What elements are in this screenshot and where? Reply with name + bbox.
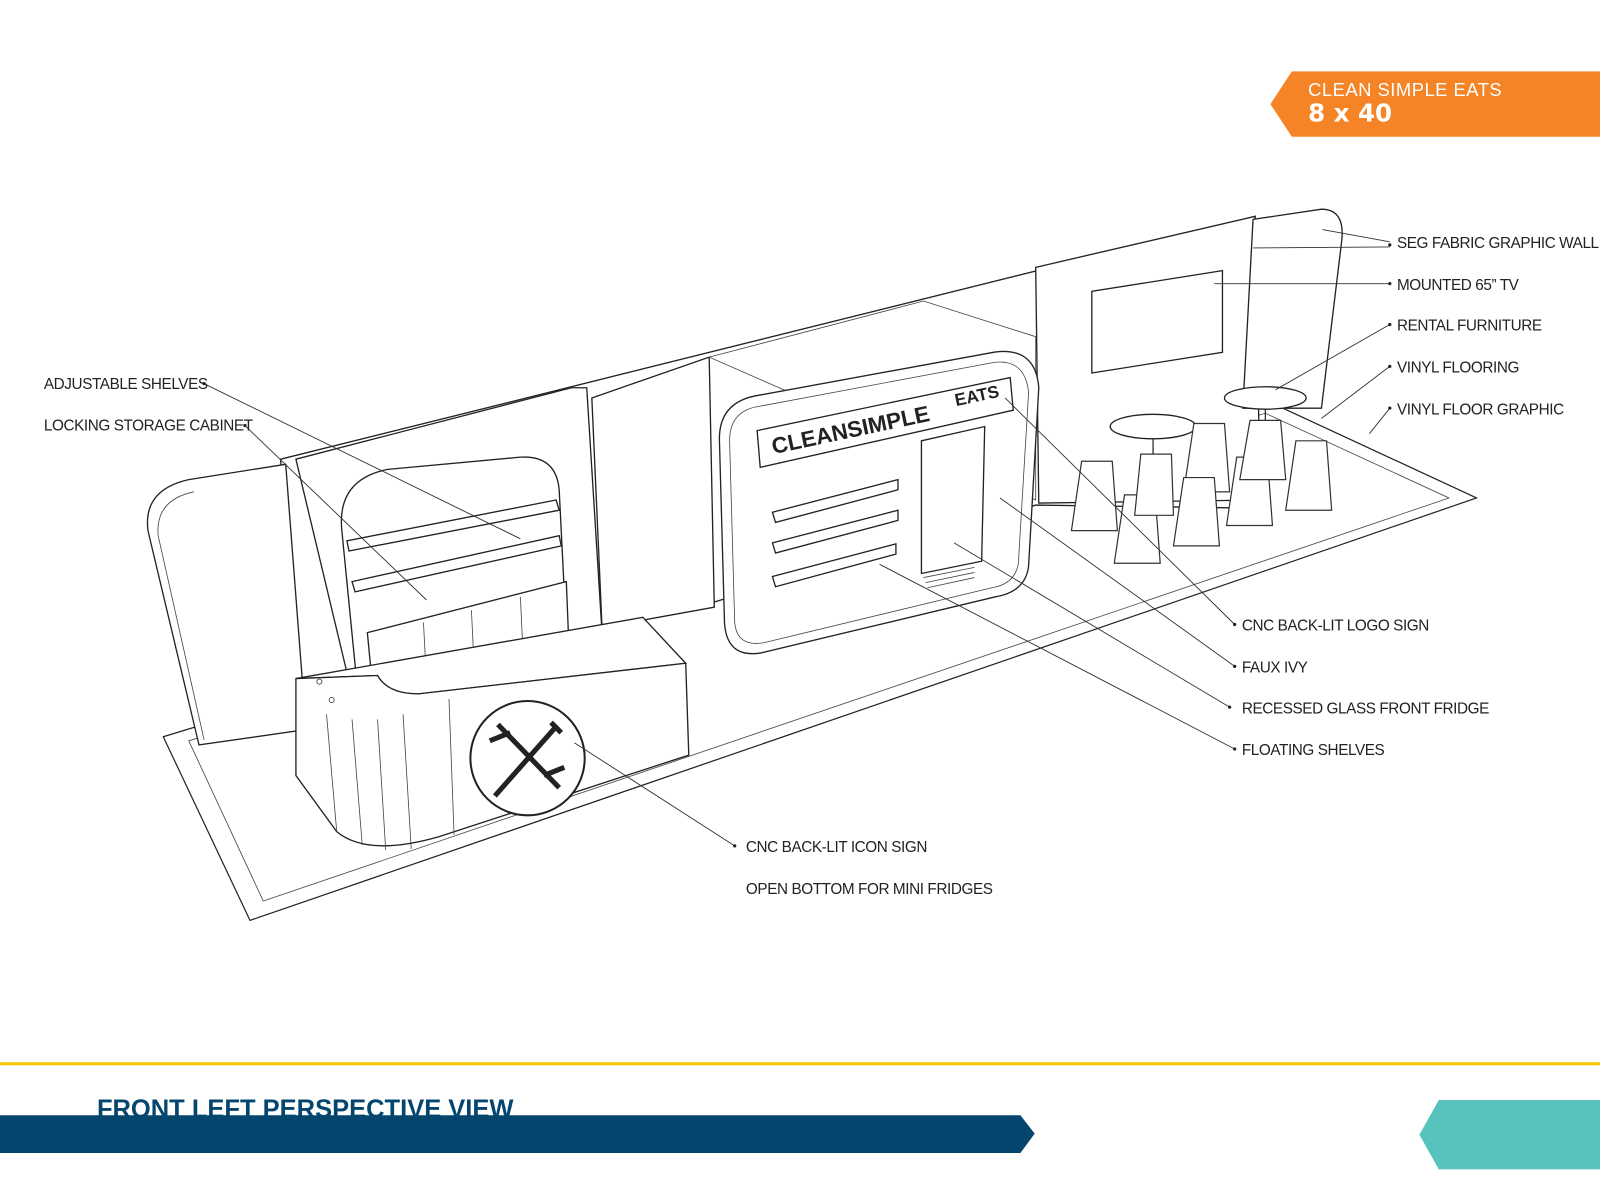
footer-tab (1419, 1100, 1600, 1170)
booth-size: 8 x 40 (1308, 98, 1392, 127)
logo-wall: CLEANSIMPLE EATS (718, 350, 1040, 655)
floating-shelf (771, 543, 897, 588)
callout-mounted-tv: MOUNTED 65” TV (1397, 277, 1520, 294)
glass-fridge (920, 425, 986, 575)
callout-seg-fabric-wall: SEG FABRIC GRAPHIC WALL (1397, 235, 1599, 252)
callout-vinyl-floor-graphic: VINYL FLOOR GRAPHIC (1397, 401, 1564, 418)
callout-adjustable-shelves: ADJUSTABLE SHELVES (44, 376, 208, 393)
callout-rental-furniture: RENTAL FURNITURE (1397, 318, 1542, 335)
callout-cnc-icon-sign: CNC BACK-LIT ICON SIGN (746, 839, 927, 856)
cnc-icon-sign (469, 700, 586, 817)
callout-leaders (203, 229, 1391, 847)
rental-furniture (1070, 386, 1333, 564)
header-banner: CLEAN SIMPLE EATS 8 x 40 (1270, 71, 1600, 137)
mounted-tv (1091, 269, 1224, 374)
callout-floating-shelves: FLOATING SHELVES (1242, 742, 1385, 759)
fork-knife-icon (488, 720, 566, 798)
callout-locking-storage-cabinet: LOCKING STORAGE CABINET (44, 418, 253, 435)
footer-title-bar (0, 1115, 1035, 1154)
callout-faux-ivy: FAUX IVY (1242, 659, 1308, 676)
floating-shelf (771, 478, 899, 524)
floating-shelf (771, 509, 899, 554)
callout-cnc-logo-sign: CNC BACK-LIT LOGO SIGN (1242, 618, 1429, 635)
callout-glass-fridge: RECESSED GLASS FRONT FRIDGE (1242, 700, 1489, 717)
brand-name: CLEAN SIMPLE EATS (1308, 79, 1502, 100)
callout-vinyl-flooring: VINYL FLOORING (1397, 359, 1519, 376)
front-counter (295, 616, 690, 851)
view-title: FRONT LEFT PERSPECTIVE VIEW (97, 1095, 514, 1123)
footer-divider (0, 1062, 1600, 1066)
callout-open-bottom: OPEN BOTTOM FOR MINI FRIDGES (746, 881, 993, 898)
footer: FRONT LEFT PERSPECTIVE VIEW (0, 1062, 1600, 1170)
